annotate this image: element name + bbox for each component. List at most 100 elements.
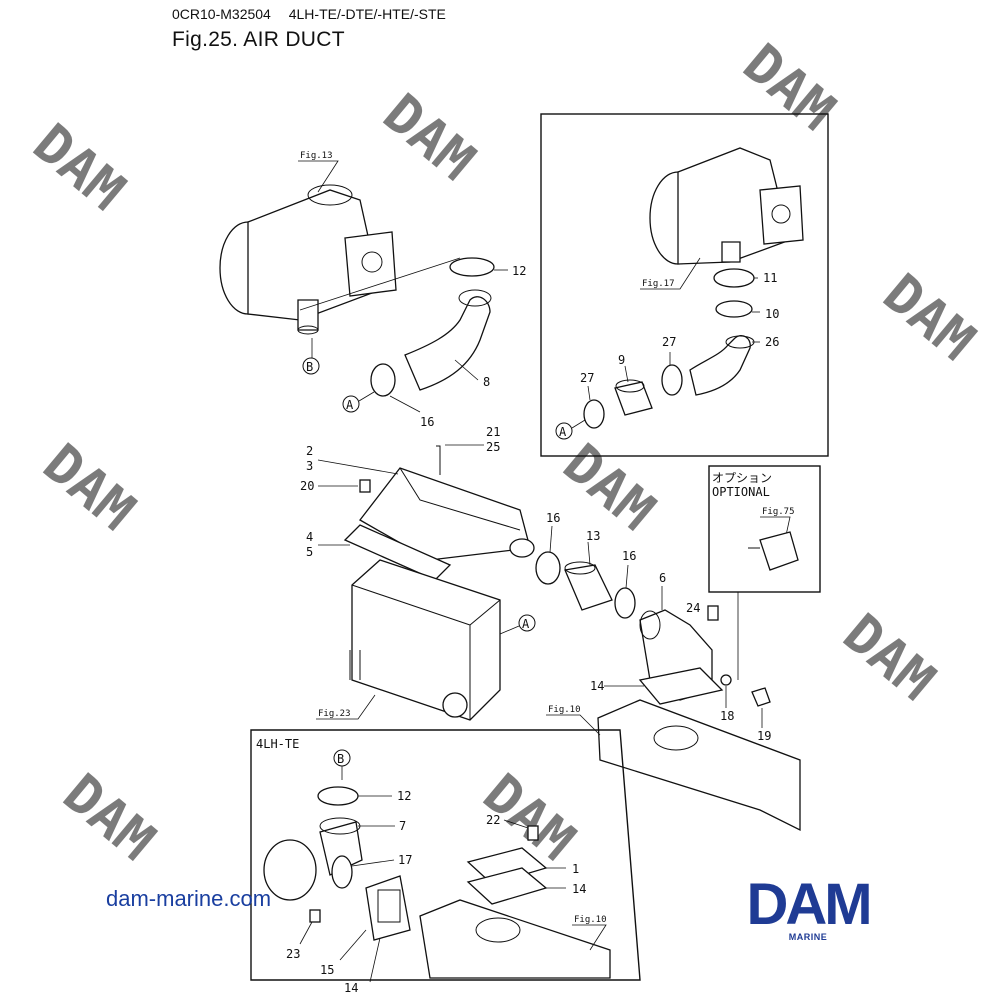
- engine-models: 4LH-TE/-DTE/-HTE/-STE: [288, 6, 446, 22]
- figure-ref-17: Fig.17: [642, 279, 675, 289]
- inset-model-label: 4LH-TE: [256, 737, 299, 751]
- part-number-12b: 12: [397, 789, 411, 803]
- watermark: DAM: [372, 82, 487, 193]
- elbow-7: [319, 821, 363, 876]
- hose-clamp-10: [715, 300, 753, 318]
- part-number-11: 11: [763, 271, 777, 285]
- part-number-7: 7: [399, 819, 406, 833]
- part-number-6: 6: [659, 571, 666, 585]
- optional-box: [708, 465, 821, 593]
- document-code: 0CR10-M32504: [172, 6, 271, 22]
- figure-ref-13: Fig.13: [300, 151, 333, 161]
- hose-clamp-17: [331, 855, 353, 889]
- part-number-15: 15: [320, 963, 334, 977]
- hose-clamp-27b: [583, 399, 605, 429]
- hose-9: [614, 381, 653, 416]
- figure-ref-10b: Fig.10: [574, 915, 607, 925]
- part-number-5: 5: [306, 545, 313, 559]
- bolt-20: [359, 479, 371, 493]
- turbo-assembly-top-left: [219, 184, 397, 335]
- part-number-27a: 27: [662, 335, 676, 349]
- hose-clamp-12: [449, 257, 495, 277]
- part-number-9: 9: [618, 353, 625, 367]
- part-number-3: 3: [306, 459, 313, 473]
- watermark: DAM: [832, 602, 947, 713]
- watermark-layer: DAM DAM DAM DAM DAM DAM DAM DAM DAM: [22, 32, 987, 873]
- plug-19: [751, 687, 771, 707]
- figure-ref-10a: Fig.10: [548, 705, 581, 715]
- part-number-23: 23: [286, 947, 300, 961]
- hose-clamp-16: [370, 363, 396, 397]
- logo-subtitle: MARINE: [788, 932, 828, 942]
- intake-manifold-inset: [419, 899, 611, 979]
- connector-b-label: B: [337, 752, 344, 766]
- part-number-24: 24: [686, 601, 700, 615]
- figure-ref-75: Fig.75: [762, 507, 795, 517]
- connector-b-marker: [302, 357, 320, 375]
- variant-inset-box: [540, 113, 829, 457]
- watermark: DAM: [22, 112, 137, 223]
- part-number-25: 25: [486, 440, 500, 454]
- part-number-18: 18: [720, 709, 734, 723]
- part-number-17: 17: [398, 853, 412, 867]
- gasket-11: [713, 268, 755, 288]
- hose-clamp-16c: [614, 587, 636, 619]
- part-number-21: 21: [486, 425, 500, 439]
- connector-b-label: B: [306, 360, 313, 374]
- watermark: DAM: [32, 432, 147, 543]
- washer-18: [720, 674, 732, 686]
- part-number-13: 13: [586, 529, 600, 543]
- part-number-20: 20: [300, 479, 314, 493]
- hose-clamp-12b: [317, 786, 359, 806]
- watermark: DAM: [552, 432, 667, 543]
- header-code-line: 0CR10-M32504 4LH-TE/-DTE/-HTE/-STE: [172, 6, 460, 22]
- connector-a-marker: [518, 614, 536, 632]
- hose-13: [564, 564, 613, 611]
- part-number-16c: 16: [622, 549, 636, 563]
- part-number-19: 19: [757, 729, 771, 743]
- connector-a-marker: [342, 395, 360, 413]
- bolt-22: [527, 825, 539, 841]
- connector-a-label: A: [522, 617, 530, 631]
- bolt-21: [436, 445, 441, 475]
- 4lh-te-inset-box: [250, 729, 641, 981]
- part-number-2: 2: [306, 444, 313, 458]
- optional-label-jp: オプション: [712, 471, 772, 485]
- figure-title: Fig.25. AIR DUCT: [172, 28, 345, 51]
- elbow-hose-8: [404, 296, 491, 391]
- part-number-14c: 14: [344, 981, 358, 995]
- part-number-26: 26: [765, 335, 779, 349]
- optional-sensor: [759, 531, 799, 571]
- hose-clamp-16b: [535, 551, 561, 585]
- watermark: DAM: [732, 32, 847, 143]
- air-cleaner-inset: [263, 839, 317, 901]
- turbo-assembly-inset: [649, 147, 804, 265]
- part-number-4: 4: [306, 530, 313, 544]
- adapter-15: [365, 875, 411, 941]
- figure-ref-23: Fig.23: [318, 709, 351, 719]
- connector-a-label: A: [346, 398, 354, 412]
- intake-manifold: [597, 699, 801, 832]
- elbow-26: [689, 334, 751, 396]
- logo-wordmark: DAM: [746, 872, 872, 937]
- part-number-22: 22: [486, 813, 500, 827]
- part-number-14a: 14: [590, 679, 604, 693]
- part-number-12: 12: [512, 264, 526, 278]
- bolt-24: [707, 605, 719, 621]
- part-number-8: 8: [483, 375, 490, 389]
- website-url: dam-marine.com: [106, 886, 272, 911]
- connector-a-label: A: [559, 425, 567, 439]
- part-number-14b: 14: [572, 882, 586, 896]
- bolt-23: [309, 909, 321, 923]
- watermark: DAM: [52, 762, 167, 873]
- optional-label-en: OPTIONAL: [712, 485, 770, 499]
- part-number-1: 1: [572, 862, 579, 876]
- part-number-16: 16: [420, 415, 434, 429]
- watermark: DAM: [872, 262, 987, 373]
- part-number-10: 10: [765, 307, 779, 321]
- dam-marine-logo: DAM MARINE: [718, 876, 898, 946]
- hose-clamp-27a: [661, 364, 683, 396]
- gasket-14: [638, 667, 724, 705]
- intake-duct-assembly: [343, 467, 535, 721]
